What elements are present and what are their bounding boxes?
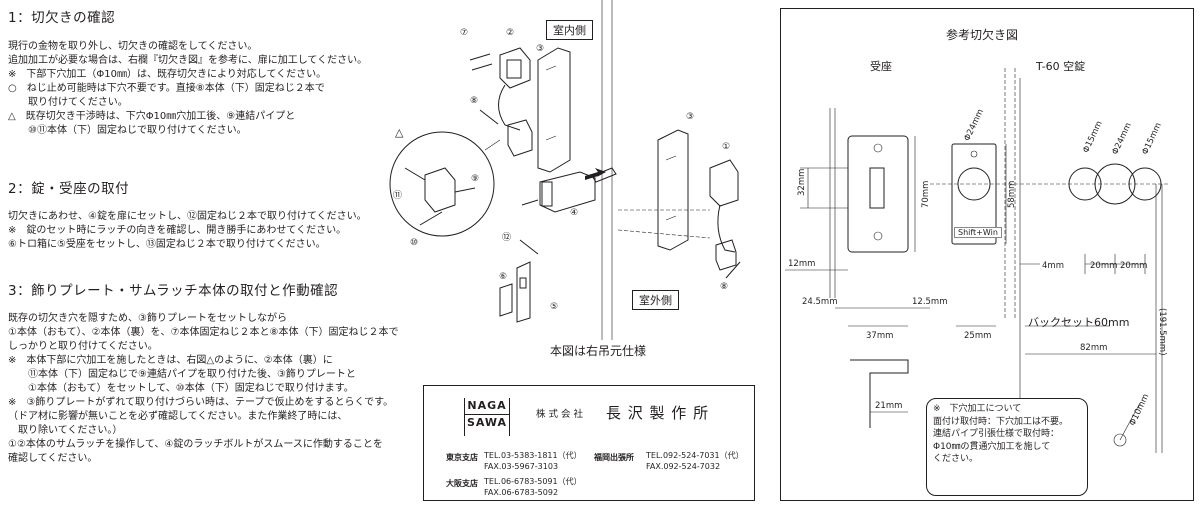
note-line: 連結パイプ引張仕様で取付時： (933, 429, 1060, 439)
company-logo: NAGA SAWA (464, 398, 510, 436)
branch-name: 東京支店 (446, 453, 478, 462)
branch-fax: FAX.06-6783-5092 (484, 488, 559, 497)
branch-contact: TEL.03-5383-1811（代） FAX.03-5967-3103 (484, 450, 582, 472)
section-3-line: 確認してください。 (8, 453, 98, 464)
section-3-line: ①本体（おもて）、②本体（裏）を、⑦本体固定ねじ２本と⑧本体（下）固定ねじ２本で (8, 327, 399, 338)
section-2-body: 切欠きにあわせ、④錠を扉にセットし、⑫固定ねじ２本で取り付けてください。 ※ 錠… (8, 210, 367, 252)
part-label-3: ③ (536, 44, 545, 54)
company-type: 株 式 会 社 (536, 409, 584, 420)
dim-21: 21mm (875, 401, 902, 411)
reference-drawing: 32mm 70mm 58mm 12mm 24.5mm 12.5mm 37mm 2… (785, 68, 1170, 478)
section-3-line: ①②本体のサムラッチを操作して、④錠のラッチボルトがスムースに作動することを (8, 439, 383, 450)
section-3-line: ①本体（おもて）をセットして、⑩本体（下）固定ねじで取り付けます。 (8, 383, 354, 394)
part-label-5: ⑤ (550, 302, 559, 312)
indoor-side-label: 室内側 (546, 20, 593, 40)
assembly-diagram (389, 0, 741, 340)
outdoor-side-label: 室外側 (632, 290, 679, 310)
dim-20-a: 20mm (1090, 261, 1117, 271)
part-label-8: ⑧ (470, 96, 479, 106)
section-1-line: ※ 下部下穴加工（Φ10㎜）は、既存切欠きにより対応してください。 (8, 69, 327, 80)
dim-phi15-right: Φ15mm (1140, 121, 1163, 156)
pilot-hole-note: ※ 下穴加工について 面付け取付時：下穴加工は不要。 連結パイプ引張仕様で取付時… (926, 398, 1088, 496)
dim-32: 32mm (797, 169, 807, 196)
dim-191-5: (191.5mm) (1157, 308, 1167, 356)
section-2-line: ※ 錠のセット時にラッチの向きを確認し、開き勝手にあわせてください。 (8, 225, 347, 236)
section-3-body: 既存の切欠き穴を隠すため、③飾りプレートをセットしながら ①本体（おもて）、②本… (8, 312, 398, 466)
note-line: 面付け取付時：下穴加工は不要。 (933, 416, 1069, 427)
section-3-line: ※ ③飾りプレートがずれて取り付けづらい時は、テープで仮止めをするとらくです。 (8, 397, 394, 408)
lock-label: T-60 空錠 (1036, 60, 1086, 73)
branch-name: 福岡出張所 (594, 453, 634, 462)
part-label-10: ⑩ (410, 238, 419, 248)
section-2-line: ⑥トロ箱に⑤受座をセットし、⑬固定ねじ２本で取り付けてください。 (8, 239, 326, 250)
section-2-title: 2：錠・受座の取付 (8, 181, 130, 197)
section-3-line: 既存の切欠き穴を隠すため、③飾りプレートをセットしながら (8, 313, 287, 324)
dim-4: 4mm (1042, 261, 1064, 271)
section-3-line: ⑪本体（下）固定ねじで⑨連結パイプを取り付けた後、③飾りプレートと (8, 369, 356, 380)
branch-fax: FAX.092-524-7032 (646, 462, 721, 471)
part-label-12: ⑫ (502, 233, 512, 243)
dim-phi24-center: Φ24mm (1110, 121, 1133, 156)
dim-phi24-faceplate: Φ24mm (962, 108, 985, 143)
section-1-line: △ 既存切欠き干渉時は、下穴Φ10㎜穴加工後、⑨連結パイプと (8, 111, 296, 122)
dim-37: 37mm (866, 331, 893, 341)
part-label-4: ④ (570, 208, 579, 218)
note-line: ※ 下穴加工について (933, 404, 1022, 414)
part-label-7: ⑦ (460, 28, 469, 38)
dim-phi15-left: Φ15mm (1081, 120, 1104, 155)
note-line: ください。 (933, 454, 979, 464)
part-label-1: ① (722, 142, 731, 152)
branch-tel: TEL.03-5383-1811（代） (484, 451, 582, 460)
reference-title: 参考切欠き図 (946, 28, 1019, 42)
dim-phi10: Φ10mm (1128, 392, 1151, 427)
dim-58: 58mm (1007, 181, 1017, 208)
dim-12-5: 12.5mm (912, 297, 948, 307)
dim-82: 82mm (1080, 343, 1107, 353)
section-1-body: 現行の金物を取り外し、切欠きの確認をしてください。 追加加工が必要な場合は、右欄… (8, 40, 367, 138)
part-label-8b: ⑧ (720, 282, 729, 292)
shift-win-tooltip: Shift+Win (954, 227, 1002, 238)
section-1-line: ⑩⑪本体（下）固定ねじで取り付けてください。 (8, 125, 247, 136)
strike-label: 受座 (870, 60, 892, 73)
branch-tel: TEL.092-524-7031（代） (646, 451, 744, 460)
note-line: Φ10㎜の貫通穴加工を施して (933, 441, 1051, 452)
section-1-line: 取り付けてください。 (8, 97, 128, 108)
branch-fax: FAX.03-5967-3103 (484, 462, 559, 471)
branch-tel: TEL.06-6783-5091（代） (484, 477, 582, 486)
branch-name: 大阪支店 (446, 479, 478, 488)
logo-bottom-text: SAWA (466, 416, 508, 429)
section-1-title: 1：切欠きの確認 (8, 10, 116, 26)
section-3-line: （ドア材に影響が無いことを必ず確認してください。また作業終了時には、 (8, 411, 348, 422)
part-label-3b: ③ (686, 112, 695, 122)
logo-top-text: NAGA (465, 398, 509, 415)
section-1-line: ○ ねじ止め可能時は下穴不要です。直接⑧本体（下）固定ねじ２本で (8, 83, 325, 94)
section-3-line: 取り除いてください。） (8, 425, 123, 436)
section-3-line: ※ 本体下部に穴加工を施したときは、右図△のように、②本体（裏）に (8, 355, 333, 366)
dim-24-5: 24.5mm (802, 297, 838, 307)
part-label-2: ② (506, 28, 515, 38)
dim-25: 25mm (964, 331, 991, 341)
part-label-9: ⑨ (471, 174, 480, 184)
section-1-line: 追加加工が必要な場合は、右欄『切欠き図』を参考に、扉に加工してください。 (8, 55, 368, 66)
section-3-line: しっかりと取り付けてください。 (8, 341, 158, 352)
reference-cutout-panel (780, 8, 1194, 501)
branch-contact: TEL.092-524-7031（代） FAX.092-524-7032 (646, 450, 744, 472)
part-label-6: ⑥ (499, 272, 508, 282)
part-label-11: ⑪ (393, 191, 403, 201)
section-1-line: 現行の金物を取り外し、切欠きの確認をしてください。 (8, 41, 258, 52)
branch-contact: TEL.06-6783-5091（代） FAX.06-6783-5092 (484, 476, 582, 498)
dim-12: 12mm (788, 259, 815, 269)
section-3-title: 3：飾りプレート・サムラッチ本体の取付と作動確認 (8, 283, 339, 299)
triangle-marker: △ (395, 126, 404, 139)
company-name: 長 沢 製 作 所 (606, 404, 710, 422)
company-info-box: NAGA SAWA 株 式 会 社 長 沢 製 作 所 東京支店 TEL.03-… (423, 385, 755, 501)
section-2-line: 切欠きにあわせ、④錠を扉にセットし、⑫固定ねじ２本で取り付けてください。 (8, 211, 367, 222)
backset-label: バックセット60mm (1028, 316, 1130, 329)
diagram-caption: 本図は右吊元仕様 (550, 344, 647, 358)
dim-70: 70mm (921, 181, 931, 208)
dim-20-b: 20mm (1120, 261, 1147, 271)
